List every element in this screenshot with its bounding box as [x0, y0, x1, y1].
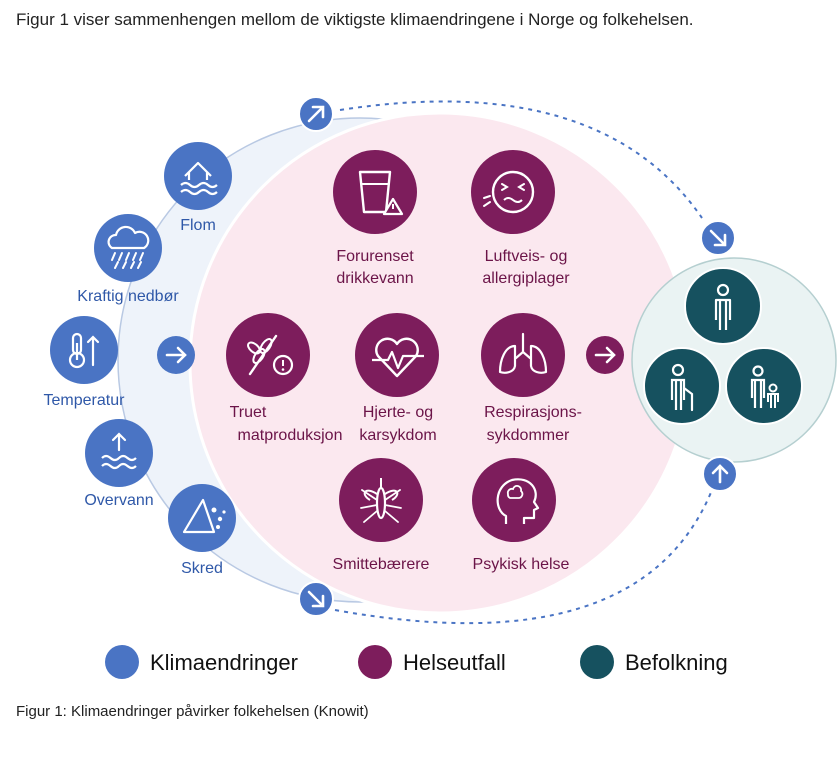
climate-factor-flom: Flom [164, 142, 232, 234]
legend-item-befolkning: Befolkning [580, 645, 728, 679]
climate-factor-label: Skred [181, 560, 223, 577]
health-outcome-smittebaerere: Smittebærere [333, 458, 430, 573]
arrow-health-to-population [586, 336, 624, 374]
heart-pulse-icon [355, 313, 439, 397]
intro-text: Figur 1 viser sammenhengen mellom de vik… [16, 10, 694, 29]
climate-factor-label: Overvann [84, 492, 153, 509]
head-brain-icon [472, 458, 556, 542]
allergy-face-icon [471, 150, 555, 234]
heavy-rain-icon [94, 214, 162, 282]
lungs-icon [481, 313, 565, 397]
health-outcome-label-line2: sykdommer [487, 427, 570, 444]
climate-factor-label: Flom [180, 217, 216, 234]
health-outcome-label-line1: Luftveis- og [485, 248, 568, 265]
health-outcome-luftveis-allergiplager: Luftveis- og allergiplager [471, 150, 570, 287]
legend-swatch [105, 645, 139, 679]
flood-icon [164, 142, 232, 210]
health-outcome-label-line2: drikkevann [336, 270, 413, 287]
bottom-flow-arc [334, 489, 713, 625]
legend-item-klimaendringer: Klimaendringer [105, 645, 298, 679]
contaminated-water-icon [333, 150, 417, 234]
legend-item-helseutfall: Helseutfall [358, 645, 506, 679]
climate-factor-kraftig-nedbor: Kraftig nedbør [77, 214, 179, 305]
legend-label: Befolkning [625, 650, 728, 675]
health-outcome-forurenset-drikkevann: Forurenset drikkevann [333, 150, 417, 287]
adult-person-icon [684, 267, 762, 345]
climate-factor-skred: Skred [168, 484, 236, 577]
legend-label: Helseutfall [403, 650, 506, 675]
health-outcome-label-line1: Respirasjons- [484, 404, 582, 421]
landslide-icon [168, 484, 236, 552]
threatened-grain-icon [226, 313, 310, 397]
flow-arrow-bottom-left [298, 581, 334, 617]
health-outcome-label-line2: matproduksjon [238, 427, 343, 444]
parent-child-icon [725, 347, 803, 425]
figure-caption: Figur 1: Klimaendringer påvirker folkehe… [16, 703, 369, 720]
health-outcome-hjerte-karsykdom: Hjerte- og karsykdom [355, 313, 439, 444]
legend-label: Klimaendringer [150, 650, 298, 675]
health-outcome-respirasjonssykdommer: Respirasjons- sykdommer [481, 313, 582, 444]
climate-factor-temperatur: Temperatur [44, 316, 126, 409]
top-flow-arc [339, 100, 703, 219]
climate-factor-label: Temperatur [44, 392, 126, 409]
health-outcome-label-line1: Truet [230, 404, 267, 421]
health-outcome-label-line2: karsykdom [359, 427, 436, 444]
flow-arrow-bottom-right [702, 456, 738, 492]
health-outcome-label-line1: Forurenset [336, 248, 414, 265]
legend-swatch [358, 645, 392, 679]
health-outcome-label-line1: Psykisk helse [473, 556, 570, 573]
climate-factor-overvann: Overvann [84, 419, 154, 509]
health-outcome-label-line1: Hjerte- og [363, 404, 433, 421]
health-outcome-psykisk-helse: Psykisk helse [472, 458, 570, 573]
elderly-person-icon [643, 347, 721, 425]
health-outcome-truet-matproduksjon: Truet matproduksjon [226, 313, 342, 444]
flow-arrow-top-left [298, 96, 334, 132]
surface-water-icon [85, 419, 153, 487]
thermometer-icon [50, 316, 118, 384]
climate-factor-label: Kraftig nedbør [77, 288, 179, 305]
flow-arrow-top-right [700, 220, 736, 256]
health-outcome-label-line2: allergiplager [482, 270, 570, 287]
legend-swatch [580, 645, 614, 679]
health-outcome-label-line1: Smittebærere [333, 556, 430, 573]
climate-health-diagram: Flom Kraftig nedbør Temperatur Overvann [44, 96, 837, 679]
mosquito-icon [339, 458, 423, 542]
arrow-climate-to-health [157, 336, 195, 374]
